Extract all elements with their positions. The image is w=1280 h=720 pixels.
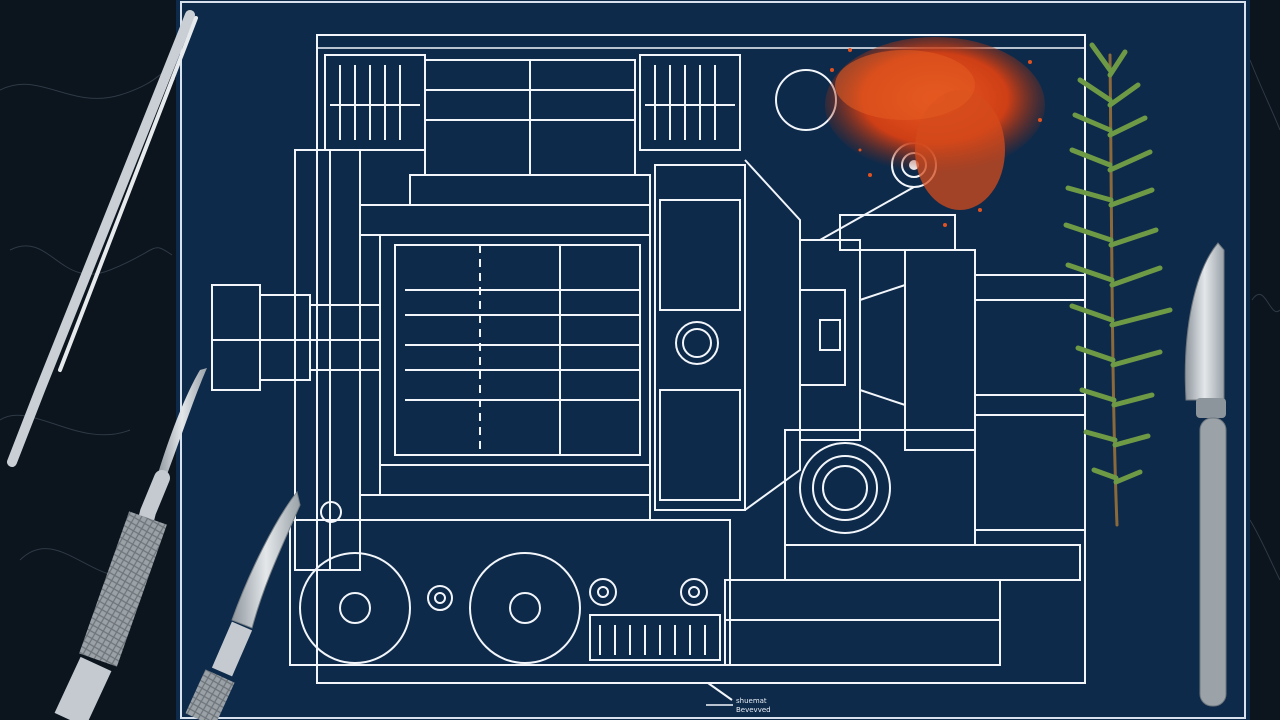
blueprint-sheet — [176, 0, 1250, 720]
paprika-spice-pile — [825, 37, 1045, 227]
blueprint-caption: shuemat Bevevved — [736, 697, 771, 715]
caption-line-1: shuemat — [736, 697, 767, 705]
blueprint-border — [180, 1, 1246, 719]
scalpel-left — [54, 368, 207, 720]
scalpel-right — [185, 490, 301, 720]
rosemary-sprig — [1063, 42, 1173, 527]
metal-tweezers — [7, 10, 198, 467]
caption-line-2: Bevevved — [736, 706, 771, 714]
table-knife — [1184, 242, 1227, 707]
